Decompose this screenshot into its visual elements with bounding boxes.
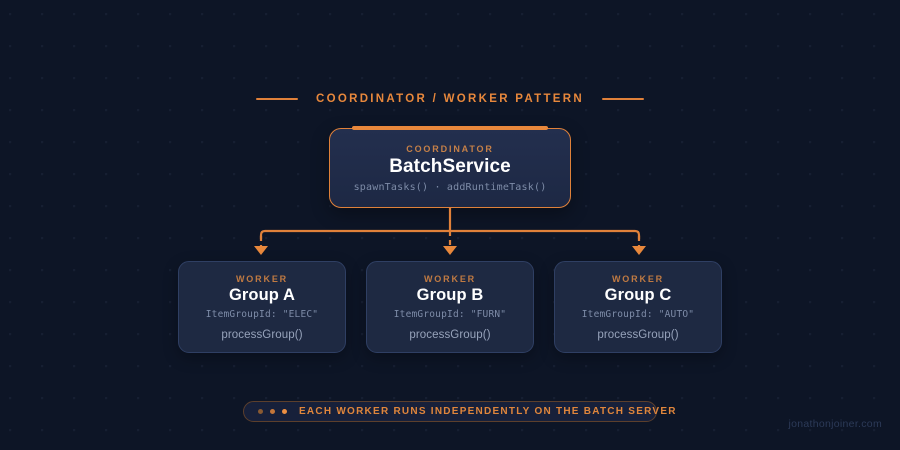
coordinator-kicker: COORDINATOR <box>406 143 494 154</box>
worker-a-title: Group A <box>228 285 296 304</box>
coordinator-accent-bar-icon <box>352 125 548 130</box>
worker-b-kicker: WORKER <box>423 273 477 284</box>
title-rule-right-icon <box>602 98 644 100</box>
worker-node-group-a[interactable]: WORKER Group A ItemGroupId: "ELEC" proce… <box>178 261 346 353</box>
watermark: jonathonjoiner.com <box>788 418 882 430</box>
worker-node-group-b[interactable]: WORKER Group B ItemGroupId: "FURN" proce… <box>366 261 534 353</box>
arrowhead-c-icon <box>632 246 646 255</box>
coordinator-title: BatchService <box>389 155 511 177</box>
diagram-title: COORDINATOR / WORKER PATTERN <box>316 93 584 105</box>
worker-b-method: processGroup() <box>409 328 491 341</box>
coordinator-methods: spawnTasks() · addRuntimeTask() <box>353 181 547 193</box>
pill-dot-2-icon <box>270 409 275 414</box>
connector-bus <box>259 229 641 241</box>
worker-c-title: Group C <box>604 285 672 304</box>
pill-dot-1-icon <box>258 409 263 414</box>
pill-dot-3-icon <box>282 409 287 414</box>
worker-b-title: Group B <box>416 285 484 304</box>
worker-a-kicker: WORKER <box>235 273 289 284</box>
footer-caption-text: EACH WORKER RUNS INDEPENDENTLY ON THE BA… <box>299 406 677 417</box>
worker-b-item-group-id: ItemGroupId: "FURN" <box>393 308 507 320</box>
worker-a-item-group-id: ItemGroupId: "ELEC" <box>205 308 319 320</box>
footer-caption-pill: EACH WORKER RUNS INDEPENDENTLY ON THE BA… <box>243 401 675 422</box>
worker-c-method: processGroup() <box>597 328 679 341</box>
diagram-title-row: COORDINATOR / WORKER PATTERN <box>0 90 900 108</box>
coordinator-node[interactable]: COORDINATOR BatchService spawnTasks() · … <box>329 125 571 208</box>
arrowhead-b-icon <box>443 246 457 255</box>
worker-c-kicker: WORKER <box>611 273 665 284</box>
coordinator-node-content: COORDINATOR BatchService spawnTasks() · … <box>330 129 570 207</box>
worker-node-group-c[interactable]: WORKER Group C ItemGroupId: "AUTO" proce… <box>554 261 722 353</box>
title-rule-left-icon <box>256 98 298 100</box>
worker-c-item-group-id: ItemGroupId: "AUTO" <box>581 308 695 320</box>
arrowhead-a-icon <box>254 246 268 255</box>
worker-a-method: processGroup() <box>221 328 303 341</box>
